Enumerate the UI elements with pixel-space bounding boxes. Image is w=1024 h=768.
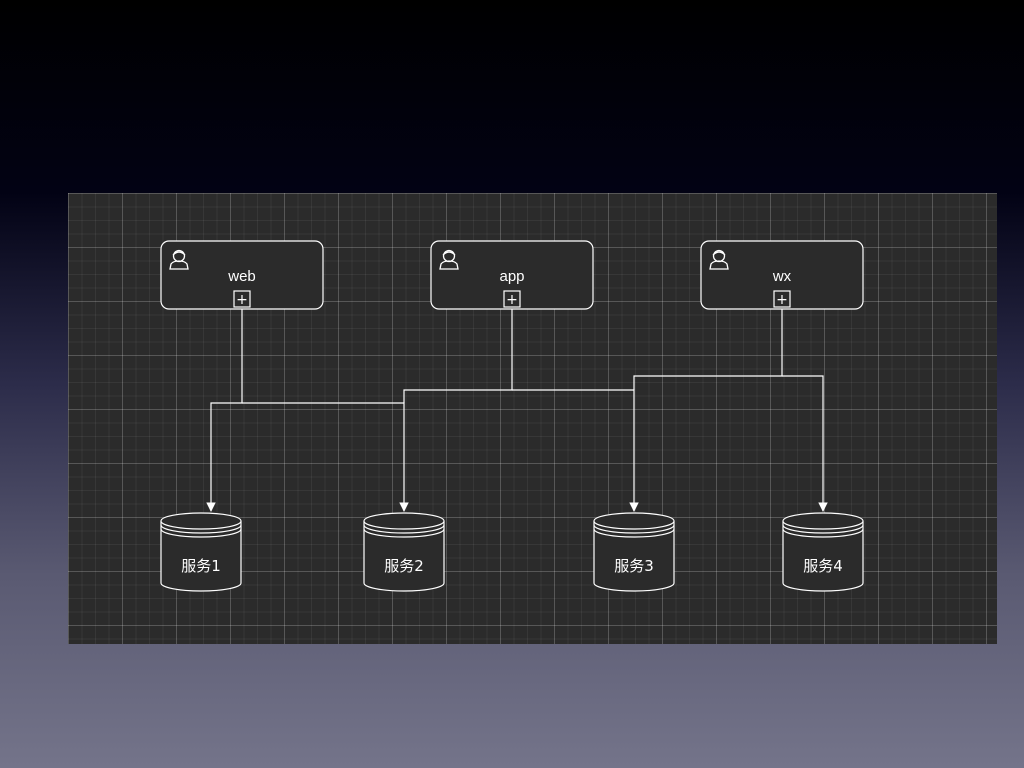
- connector-web-service2: [242, 402, 409, 512]
- expand-icon[interactable]: [233, 290, 251, 308]
- svg-text:+: +: [776, 292, 788, 308]
- diagram-canvas: web + app + wx +: [68, 193, 997, 644]
- user-icon: [439, 249, 459, 270]
- service-label: 服务4: [803, 557, 843, 575]
- svg-text:+: +: [236, 292, 248, 308]
- connectors: [206, 309, 828, 512]
- svg-text:+: +: [506, 292, 518, 308]
- client-node-app[interactable]: app +: [430, 240, 594, 310]
- service-label: 服务3: [614, 557, 654, 575]
- client-label: app: [499, 268, 524, 285]
- connector-web-service1: [206, 309, 243, 512]
- expand-icon[interactable]: [773, 290, 791, 308]
- service-node-3[interactable]: 服务3: [593, 512, 675, 592]
- service-node-4[interactable]: 服务4: [782, 512, 864, 592]
- expand-icon[interactable]: [503, 290, 521, 308]
- service-node-1[interactable]: 服务1: [160, 512, 242, 592]
- service-node-2[interactable]: 服务2: [363, 512, 445, 592]
- user-icon: [709, 249, 729, 270]
- client-node-web[interactable]: web +: [160, 240, 324, 310]
- service-label: 服务1: [181, 557, 221, 575]
- client-label: wx: [772, 268, 792, 285]
- service-label: 服务2: [384, 557, 424, 575]
- architecture-diagram: web + app + wx +: [160, 240, 864, 592]
- connector-app-service3: [512, 389, 639, 512]
- client-label: web: [227, 268, 256, 285]
- connector-wx-service4: [782, 375, 828, 512]
- user-icon: [169, 249, 189, 270]
- connector-wx-service3: [633, 309, 783, 390]
- client-node-wx[interactable]: wx +: [700, 240, 864, 310]
- connector-app-service2: [403, 309, 513, 403]
